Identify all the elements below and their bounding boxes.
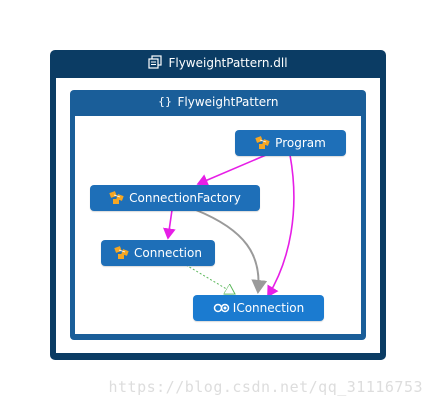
namespace-title: FlyweightPattern <box>177 95 279 109</box>
node-iconnection-label: IConnection <box>232 301 305 315</box>
node-connectionfactory-label: ConnectionFactory <box>129 191 241 205</box>
assembly-header[interactable]: FlyweightPattern.dll <box>50 50 386 76</box>
node-connection-label: Connection <box>134 246 202 260</box>
assembly-icon <box>148 54 163 72</box>
node-program-label: Program <box>275 136 326 150</box>
node-iconnection[interactable]: IConnection <box>193 295 324 321</box>
interface-icon <box>213 301 230 315</box>
node-connection[interactable]: Connection <box>101 240 215 266</box>
namespace-header[interactable]: {} FlyweightPattern <box>70 90 366 114</box>
assembly-title: FlyweightPattern.dll <box>168 56 288 70</box>
class-icon <box>114 246 130 260</box>
svg-text:{}: {} <box>158 95 172 108</box>
node-program[interactable]: Program <box>235 130 346 156</box>
namespace-braces-icon: {} <box>158 94 172 111</box>
class-icon <box>255 136 271 150</box>
watermark-text: https://blog.csdn.net/qq_31116753 <box>108 378 423 396</box>
node-connectionfactory[interactable]: ConnectionFactory <box>90 185 260 211</box>
class-icon <box>109 191 125 205</box>
